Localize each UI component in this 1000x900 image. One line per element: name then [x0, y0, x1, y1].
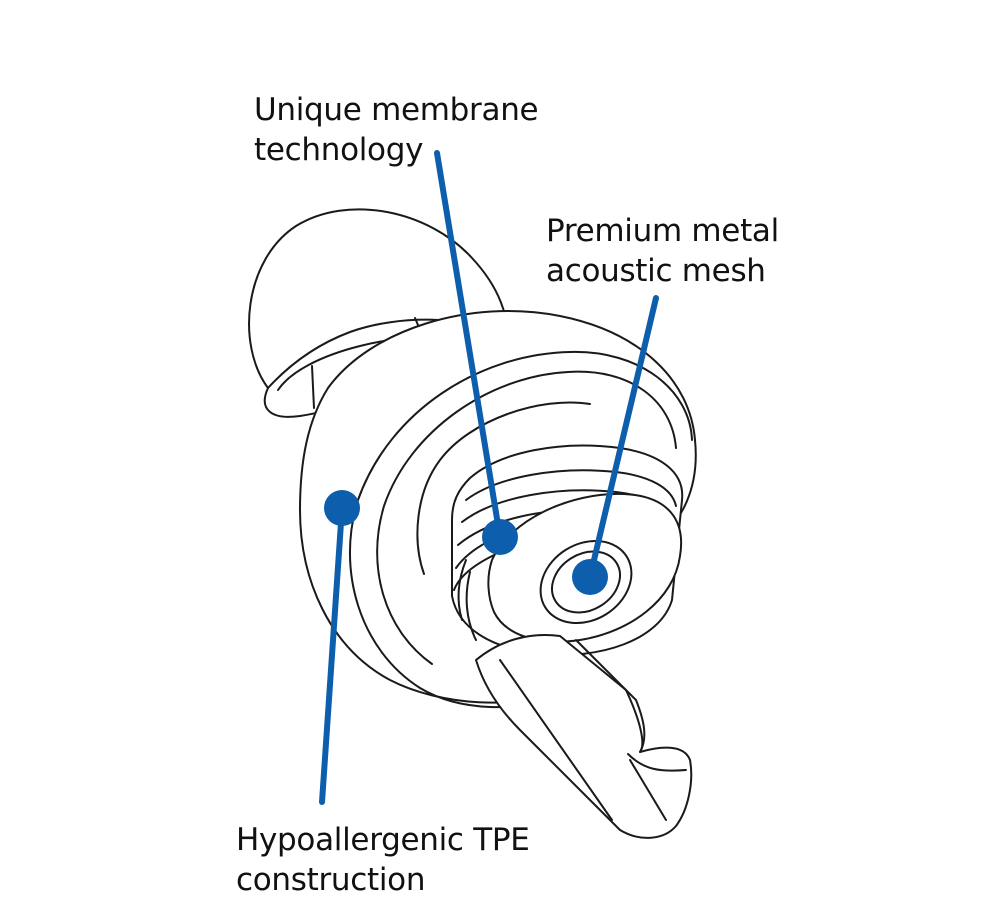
- tpe-label-line1: Hypoallergenic TPE: [236, 822, 530, 858]
- mesh-leader-line: [587, 295, 659, 580]
- tpe-label-line2: construction: [236, 862, 426, 898]
- mesh-label-line1: Premium metal: [546, 213, 779, 249]
- membrane-callout-dot: [482, 519, 518, 555]
- tpe-leader-line: [319, 505, 345, 805]
- nozzle: [451, 444, 684, 656]
- mesh-label: Premium metal acoustic mesh: [546, 211, 779, 291]
- membrane-leader-line: [434, 150, 503, 540]
- membrane-label: Unique membrane technology: [254, 90, 539, 170]
- tpe-callout-dot: [324, 490, 360, 526]
- membrane-label-line2: technology: [254, 132, 424, 168]
- stem-hook: [475, 634, 693, 839]
- mesh-callout-dot: [572, 559, 608, 595]
- tpe-label: Hypoallergenic TPE construction: [236, 820, 530, 900]
- membrane-label-line1: Unique membrane: [254, 92, 539, 128]
- mesh-label-line2: acoustic mesh: [546, 253, 766, 289]
